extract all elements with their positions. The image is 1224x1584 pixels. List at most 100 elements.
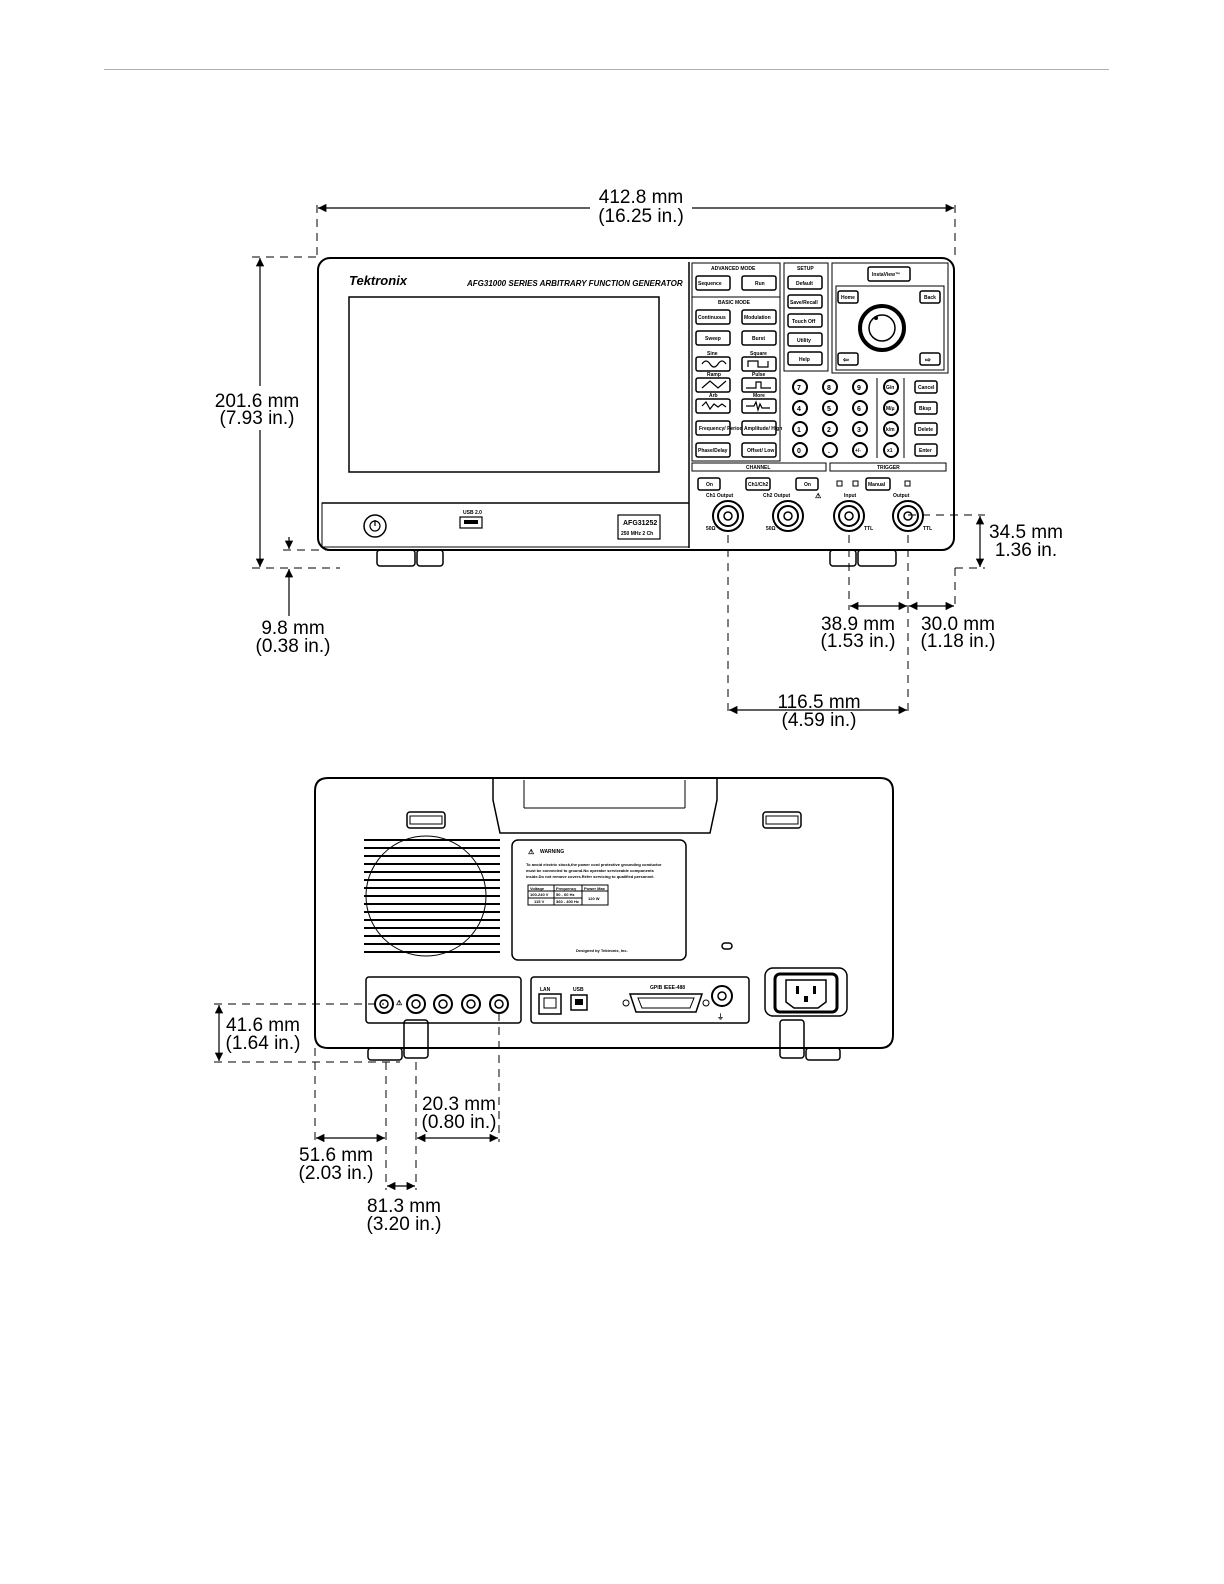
ch1-output-connector[interactable] bbox=[712, 500, 744, 532]
svg-text:100-240 V: 100-240 V bbox=[530, 892, 549, 897]
run-button[interactable] bbox=[741, 275, 777, 291]
svg-text:Manual: Manual bbox=[868, 482, 886, 488]
bksp-button[interactable] bbox=[914, 401, 938, 415]
default-button[interactable] bbox=[787, 275, 823, 290]
svg-text:Ch2 Output: Ch2 Output bbox=[763, 493, 791, 499]
rear-bnc-2[interactable] bbox=[406, 994, 426, 1014]
svg-text:Ch1/Ch2: Ch1/Ch2 bbox=[748, 482, 769, 488]
front-view: Tektronix AFG31000 SERIES ARBITRARY FUNC… bbox=[215, 187, 1063, 731]
svg-text:Continuous: Continuous bbox=[698, 315, 726, 321]
right-arrow-button[interactable] bbox=[919, 352, 941, 366]
sweep-button[interactable] bbox=[695, 330, 731, 346]
rear-foot-left bbox=[403, 1019, 429, 1059]
offset-button[interactable] bbox=[741, 442, 777, 458]
ch2-output-connector[interactable] bbox=[772, 500, 804, 532]
svg-text:USB: USB bbox=[573, 987, 584, 993]
power-inlet[interactable] bbox=[785, 979, 827, 1009]
gpib-port[interactable] bbox=[628, 993, 704, 1013]
designed-by: Designed by Tektronix, Inc. bbox=[576, 948, 628, 953]
modulation-button[interactable] bbox=[741, 309, 777, 325]
trigger-output-connector[interactable] bbox=[892, 500, 924, 532]
rear-handle bbox=[492, 778, 718, 834]
svg-text:50Ω: 50Ω bbox=[706, 526, 716, 532]
dim-feet-mm: 9.8 mm bbox=[261, 618, 324, 639]
amplitude-button[interactable] bbox=[741, 420, 777, 436]
svg-text:115 V: 115 V bbox=[534, 899, 545, 904]
back-button[interactable] bbox=[919, 290, 941, 304]
save-recall-button[interactable] bbox=[787, 294, 823, 309]
svg-text:Utility: Utility bbox=[797, 338, 811, 344]
square-button[interactable] bbox=[741, 356, 777, 372]
help-button[interactable] bbox=[787, 351, 823, 366]
usb-device-port[interactable] bbox=[570, 994, 588, 1011]
ref-clock-connector[interactable] bbox=[711, 985, 733, 1007]
dim-foot-mm: 81.3 mm bbox=[367, 1196, 441, 1217]
svg-text:InstaView™: InstaView™ bbox=[872, 272, 900, 278]
warning-triangle-icon: ⚠ bbox=[396, 999, 403, 1007]
frequency-button[interactable] bbox=[695, 420, 731, 436]
svg-text:Phase/Delay: Phase/Delay bbox=[698, 448, 728, 454]
svg-text:To avoid electric shock,the po: To avoid electric shock,the power cord p… bbox=[526, 862, 662, 867]
svg-text:Voltage: Voltage bbox=[530, 886, 545, 891]
svg-text:1: 1 bbox=[797, 427, 801, 434]
svg-text:3: 3 bbox=[857, 427, 861, 434]
rear-bnc-5[interactable] bbox=[489, 994, 509, 1014]
svg-text:5: 5 bbox=[827, 406, 831, 413]
power-button[interactable] bbox=[363, 514, 387, 538]
svg-text:4: 4 bbox=[797, 406, 801, 413]
usb-port[interactable] bbox=[459, 516, 483, 529]
model-title: AFG31000 SERIES ARBITRARY FUNCTION GENER… bbox=[466, 279, 683, 288]
manual-trigger-button[interactable] bbox=[865, 477, 891, 491]
pulse-button[interactable] bbox=[741, 377, 777, 393]
svg-text:k/m: k/m bbox=[886, 427, 895, 433]
usb-label: USB 2.0 bbox=[463, 510, 482, 516]
brand-logo: Tektronix bbox=[349, 273, 408, 288]
more-button[interactable] bbox=[741, 398, 777, 414]
svg-text:Touch Off: Touch Off bbox=[792, 319, 816, 325]
display-screen bbox=[348, 296, 660, 473]
cancel-button[interactable] bbox=[914, 380, 938, 394]
home-button[interactable] bbox=[837, 290, 859, 304]
ch1-on-button[interactable] bbox=[697, 477, 721, 491]
dim-height-in: (7.93 in.) bbox=[220, 408, 295, 429]
rear-bnc-3[interactable] bbox=[433, 994, 453, 1014]
trigger-input-connector[interactable] bbox=[833, 500, 865, 532]
burst-button[interactable] bbox=[741, 330, 777, 346]
rear-bnc-connectors: ⚠ bbox=[374, 994, 509, 1014]
warning-label bbox=[511, 839, 687, 961]
svg-text:Enter: Enter bbox=[919, 448, 932, 454]
sequence-button[interactable] bbox=[695, 275, 731, 291]
arb-button[interactable] bbox=[695, 398, 731, 414]
continuous-button[interactable] bbox=[695, 309, 731, 325]
dim-width-mm: 412.8 mm bbox=[599, 187, 683, 208]
left-arrow-icon: ⇦ bbox=[842, 357, 849, 364]
ch2-on-button[interactable] bbox=[795, 477, 819, 491]
left-arrow-button[interactable] bbox=[837, 352, 859, 366]
rear-bnc-4[interactable] bbox=[461, 994, 481, 1014]
ramp-button[interactable] bbox=[695, 377, 731, 393]
svg-text:On: On bbox=[706, 482, 713, 488]
enter-button[interactable] bbox=[914, 443, 938, 457]
front-foot-left bbox=[376, 549, 416, 567]
delete-button[interactable] bbox=[914, 422, 938, 436]
noise-icon bbox=[746, 400, 770, 413]
lan-port[interactable] bbox=[538, 993, 562, 1015]
svg-text:GPIB IEEE-488: GPIB IEEE-488 bbox=[650, 985, 685, 991]
utility-button[interactable] bbox=[787, 332, 823, 347]
svg-text:7: 7 bbox=[797, 385, 801, 392]
svg-text:Ch1 Output: Ch1 Output bbox=[706, 493, 734, 499]
touch-off-button[interactable] bbox=[787, 313, 823, 328]
ch1-ch2-button[interactable] bbox=[745, 477, 771, 491]
fan-grill bbox=[364, 835, 500, 957]
phase-button[interactable] bbox=[695, 442, 731, 458]
svg-text:Pulse: Pulse bbox=[752, 372, 766, 378]
rotary-knob[interactable] bbox=[858, 304, 906, 352]
right-arrow-icon: ⇨ bbox=[925, 357, 931, 364]
sine-button[interactable] bbox=[695, 356, 731, 372]
svg-text:.: . bbox=[828, 448, 830, 455]
front-chassis bbox=[317, 257, 955, 551]
svg-text:TTL: TTL bbox=[923, 526, 932, 532]
instaview-button[interactable] bbox=[867, 266, 911, 282]
svg-text:x1: x1 bbox=[887, 448, 893, 454]
